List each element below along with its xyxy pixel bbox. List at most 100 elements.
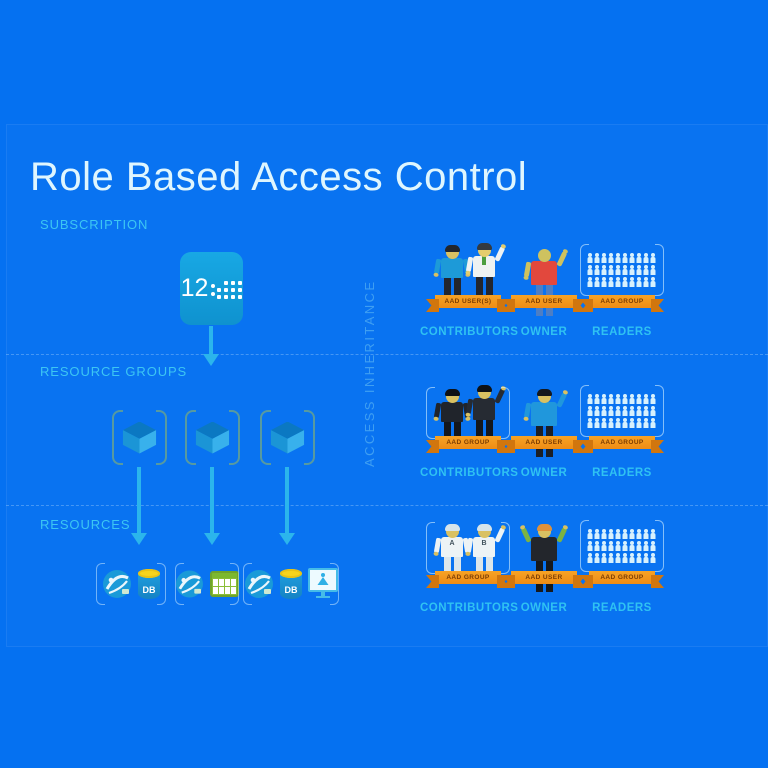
mini-person-icon [616,529,621,539]
mini-person-icon [637,394,642,404]
mini-person-icon [609,394,614,404]
mini-person-icon [637,406,642,416]
mini-person-icon [616,394,621,404]
mini-person-icon [623,265,628,275]
down-arrow-icon [209,326,213,354]
aad-badge-ribbon: AAD GROUP [435,571,501,584]
down-arrow-icon [210,467,214,533]
mini-person-icon [616,406,621,416]
resource-set-1: DB [96,563,166,605]
person-contributor [465,243,506,295]
mini-person-icon [623,529,628,539]
mini-person-icon [630,277,635,287]
mini-person-icon [602,541,607,551]
mini-person-icon [609,406,614,416]
role-group-contributors: A B AAD GROUP CONTRIBUTORS [420,514,519,626]
readers-group-icon [580,385,664,437]
aad-badge-ribbon: AAD GROUP [589,571,655,584]
mini-person-icon [616,418,621,428]
mini-person-icon [630,253,635,263]
mini-person-icon [623,541,628,551]
mini-person-icon [602,529,607,539]
owner-label: OWNER [520,326,568,338]
mini-person-icon [609,529,614,539]
role-group-contributors: AAD USER(S) CONTRIBUTORS [420,238,519,350]
resource-group-box-glyph [270,421,306,454]
mini-person-icon [644,406,649,416]
mini-person-icon [588,253,593,263]
mini-person-icon [595,541,600,551]
person-contributor [433,389,471,439]
mini-person-icon [644,394,649,404]
role-group-readers: AAD GROUP READERS [578,379,666,491]
mini-person-icon [623,406,628,416]
mini-person-icon [616,277,621,287]
mini-person-icon [651,553,656,563]
readers-label: READERS [592,602,652,614]
aad-badge-ribbon: AAD GROUP [589,436,655,449]
readers-group-icon [580,244,664,296]
mini-person-icon [609,253,614,263]
mini-person-icon [623,277,628,287]
section-divider-dashed-line [6,505,768,506]
contributors-label: CONTRIBUTORS [420,467,519,479]
mini-person-icon [623,418,628,428]
mini-person-icon [616,553,621,563]
access-inheritance-label: ACCESS INHERITANCE [362,279,377,467]
mini-person-icon [644,529,649,539]
mini-person-icon [623,394,628,404]
mini-person-icon [651,529,656,539]
mini-person-icon [595,265,600,275]
contributor-figures [433,243,506,295]
mini-person-icon [588,277,593,287]
mini-person-icon [630,529,635,539]
mini-person-icon [651,253,656,263]
person-contributor: B [465,524,506,574]
mini-person-icon [623,553,628,563]
database-icon: DB [280,569,302,599]
mini-person-icon [595,253,600,263]
mini-person-icon [588,529,593,539]
resource-set-3: DB [243,563,339,605]
mini-person-icon [602,265,607,275]
role-group-readers: AAD GROUP READERS [578,514,666,626]
table-icon [209,571,239,597]
mini-person-icon [595,553,600,563]
resource-group-box-glyph [195,421,231,454]
readers-label: READERS [592,467,652,479]
contributor-figures [426,385,510,439]
role-group-owner: AAD USER OWNER [511,238,577,350]
mini-person-icon [609,418,614,428]
mini-person-icon [623,253,628,263]
database-icon: DB [138,569,160,599]
roles-row-3: A B AAD GROUP CONTRIBUTORS [420,514,670,626]
mini-person-icon [609,553,614,563]
mini-person-icon [602,418,607,428]
mini-person-icon [602,406,607,416]
mini-person-icon [602,277,607,287]
contributors-label: CONTRIBUTORS [420,602,519,614]
roles-row-1: AAD USER(S) CONTRIBUTORS AAD USER OWNER [420,238,670,350]
mini-person-icon [651,541,656,551]
mini-person-icon [651,277,656,287]
contributors-label: CONTRIBUTORS [420,326,519,338]
website-icon [245,570,273,598]
crowd-grid [588,253,657,287]
readers-group-icon [580,520,664,572]
db-label: DB [284,585,298,595]
mini-person-icon [630,541,635,551]
mini-person-icon [630,418,635,428]
mini-person-icon [637,541,642,551]
mini-person-icon [588,553,593,563]
aad-badge-ribbon: AAD GROUP [589,295,655,308]
mini-person-icon [644,541,649,551]
resource-group-icon [185,410,240,465]
website-icon [103,570,131,598]
mini-person-icon [644,277,649,287]
mini-person-icon [588,418,593,428]
owner-label: OWNER [520,467,568,479]
page-title: Role Based Access Control [30,155,528,199]
mini-person-icon [595,277,600,287]
role-group-contributors: AAD GROUP CONTRIBUTORS [420,379,519,491]
resource-group-icon [260,410,315,465]
